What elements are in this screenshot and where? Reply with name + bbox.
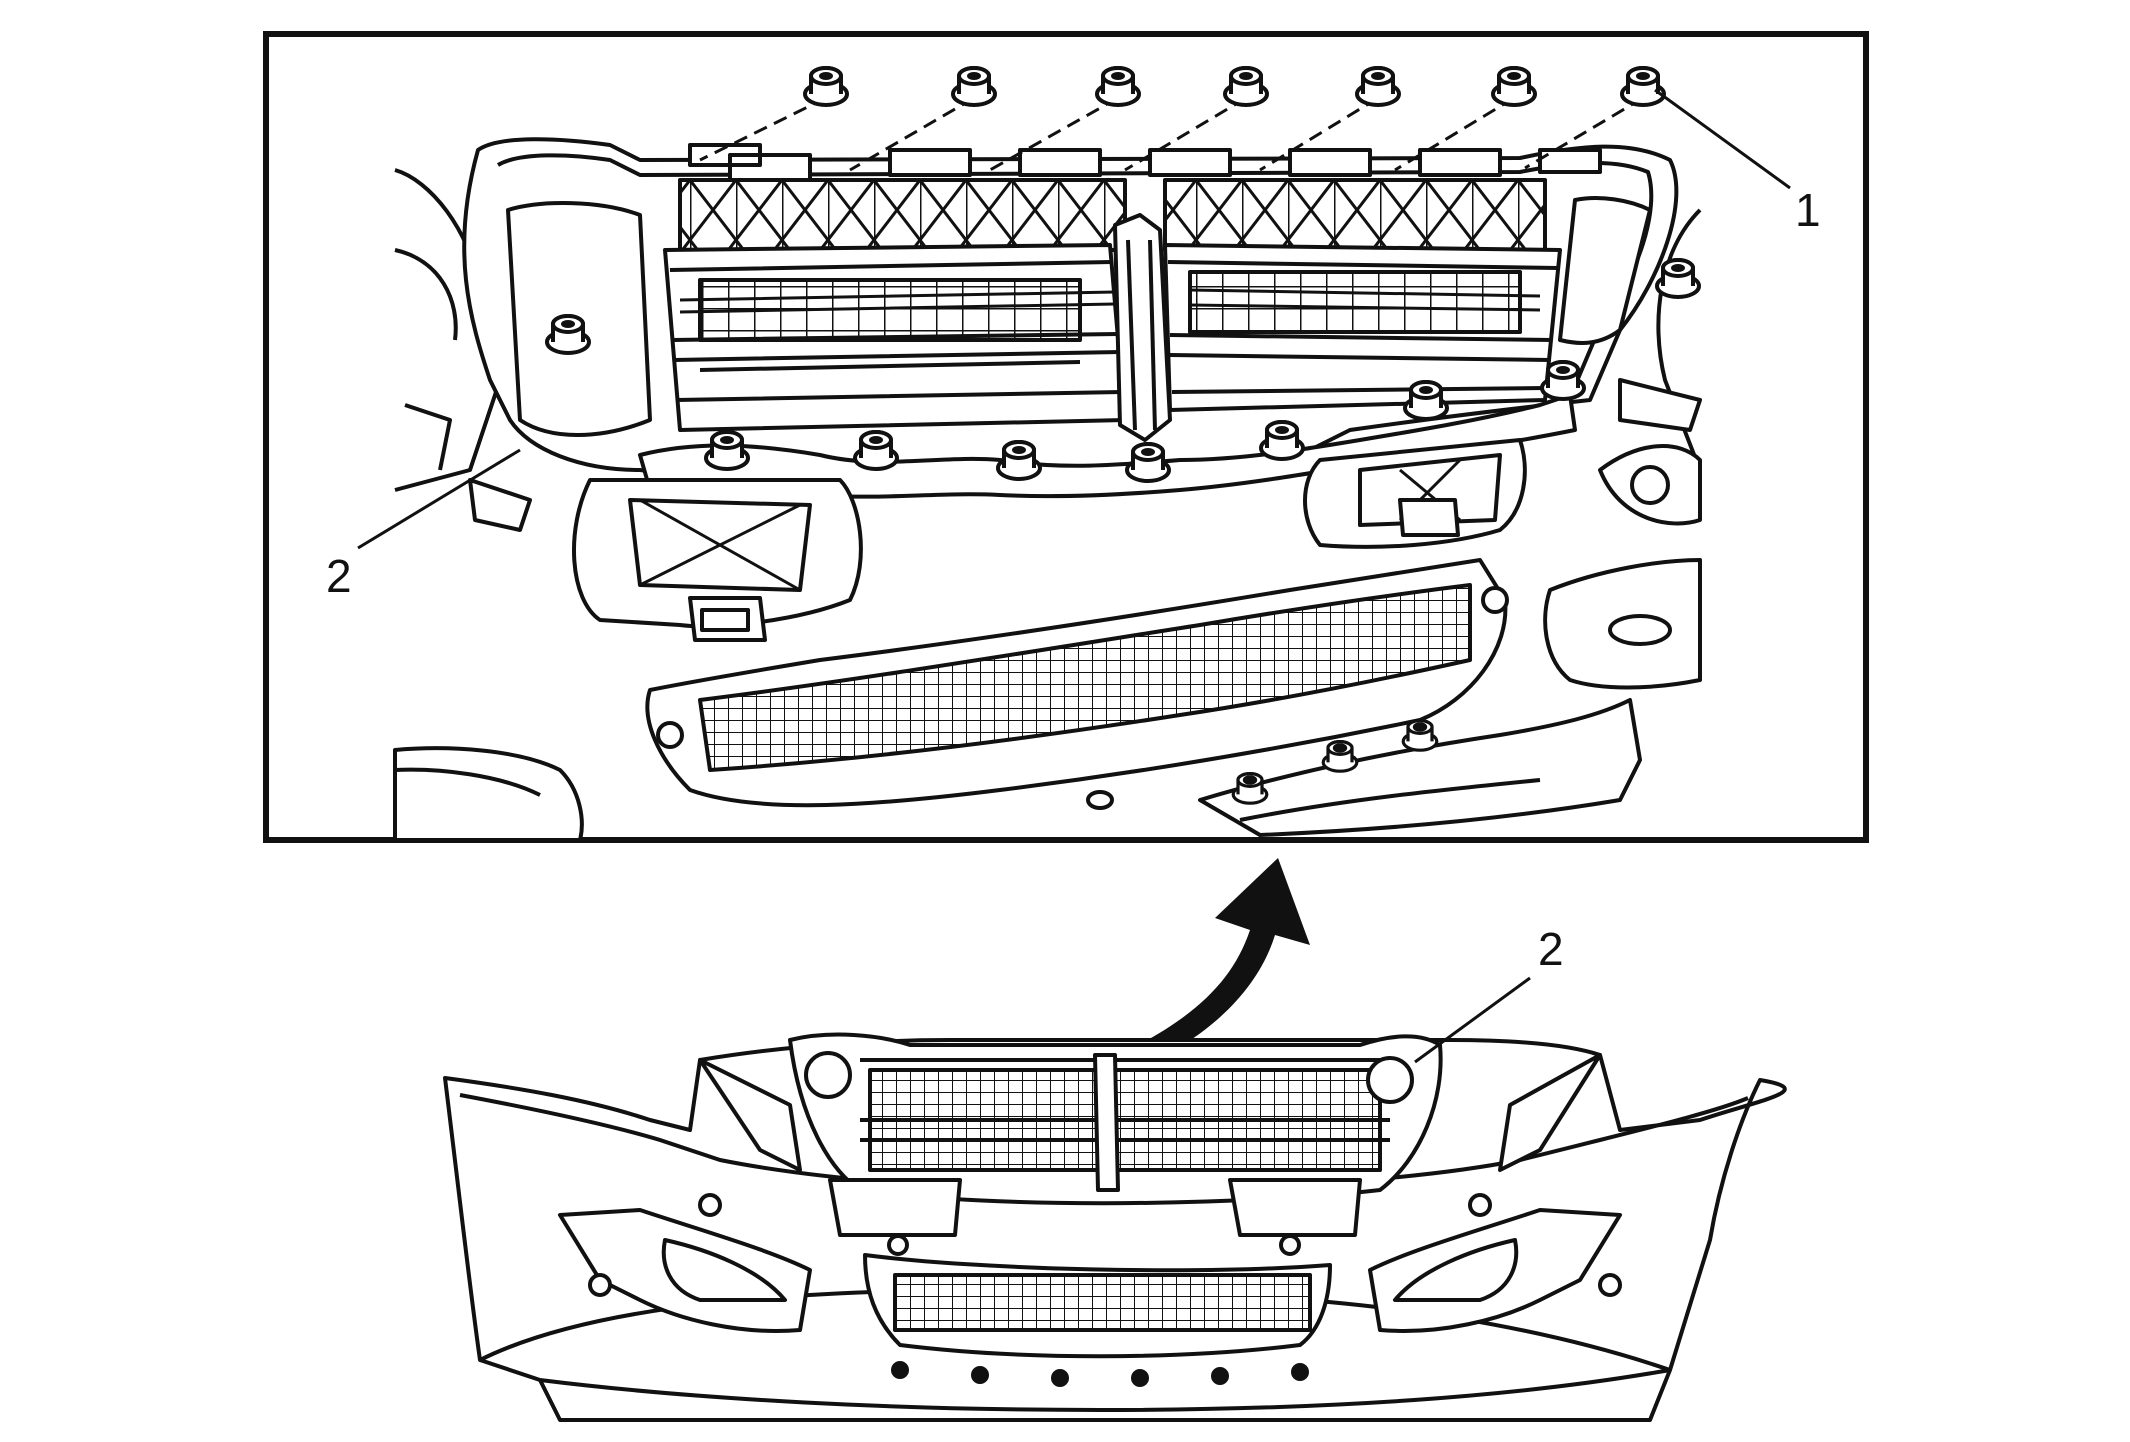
fastener-side-left: [545, 314, 591, 355]
zoom-arrow: [1085, 858, 1310, 1085]
fastener-top-1: [803, 66, 849, 107]
callout-1-label: 1: [1795, 184, 1821, 236]
lower-mounting-rail: [638, 393, 1577, 499]
callout-2-leader-detail: [357, 448, 521, 550]
callout-2-label-detail: 2: [326, 550, 352, 602]
lower-grille: [645, 558, 1509, 808]
callout-2-leader-bumper: [1414, 976, 1531, 1064]
grille-right-half: [1163, 243, 1562, 412]
callout-2-label-bumper: 2: [1538, 923, 1564, 975]
detail-view: 1 2: [263, 31, 1869, 843]
connector-right: [1398, 498, 1460, 537]
bumper-assembly: [443, 1032, 1787, 1422]
bumper-lower-fasteners: [891, 1361, 1309, 1387]
fastener-top-2: [951, 66, 997, 107]
fastener-top-7: [1620, 66, 1666, 107]
grille-center-divider: [1113, 213, 1172, 442]
fastener-top-6: [1491, 66, 1537, 107]
fastener-top-5: [1355, 66, 1401, 107]
grille-left-half: [663, 243, 1127, 432]
fastener-side-right: [1655, 258, 1701, 299]
fastener-top-3: [1095, 66, 1141, 107]
callout-1-leader: [1654, 88, 1791, 190]
fastener-top-4: [1223, 66, 1269, 107]
top-clip-row: [688, 143, 1602, 182]
fastener-leaders: [699, 96, 1644, 172]
